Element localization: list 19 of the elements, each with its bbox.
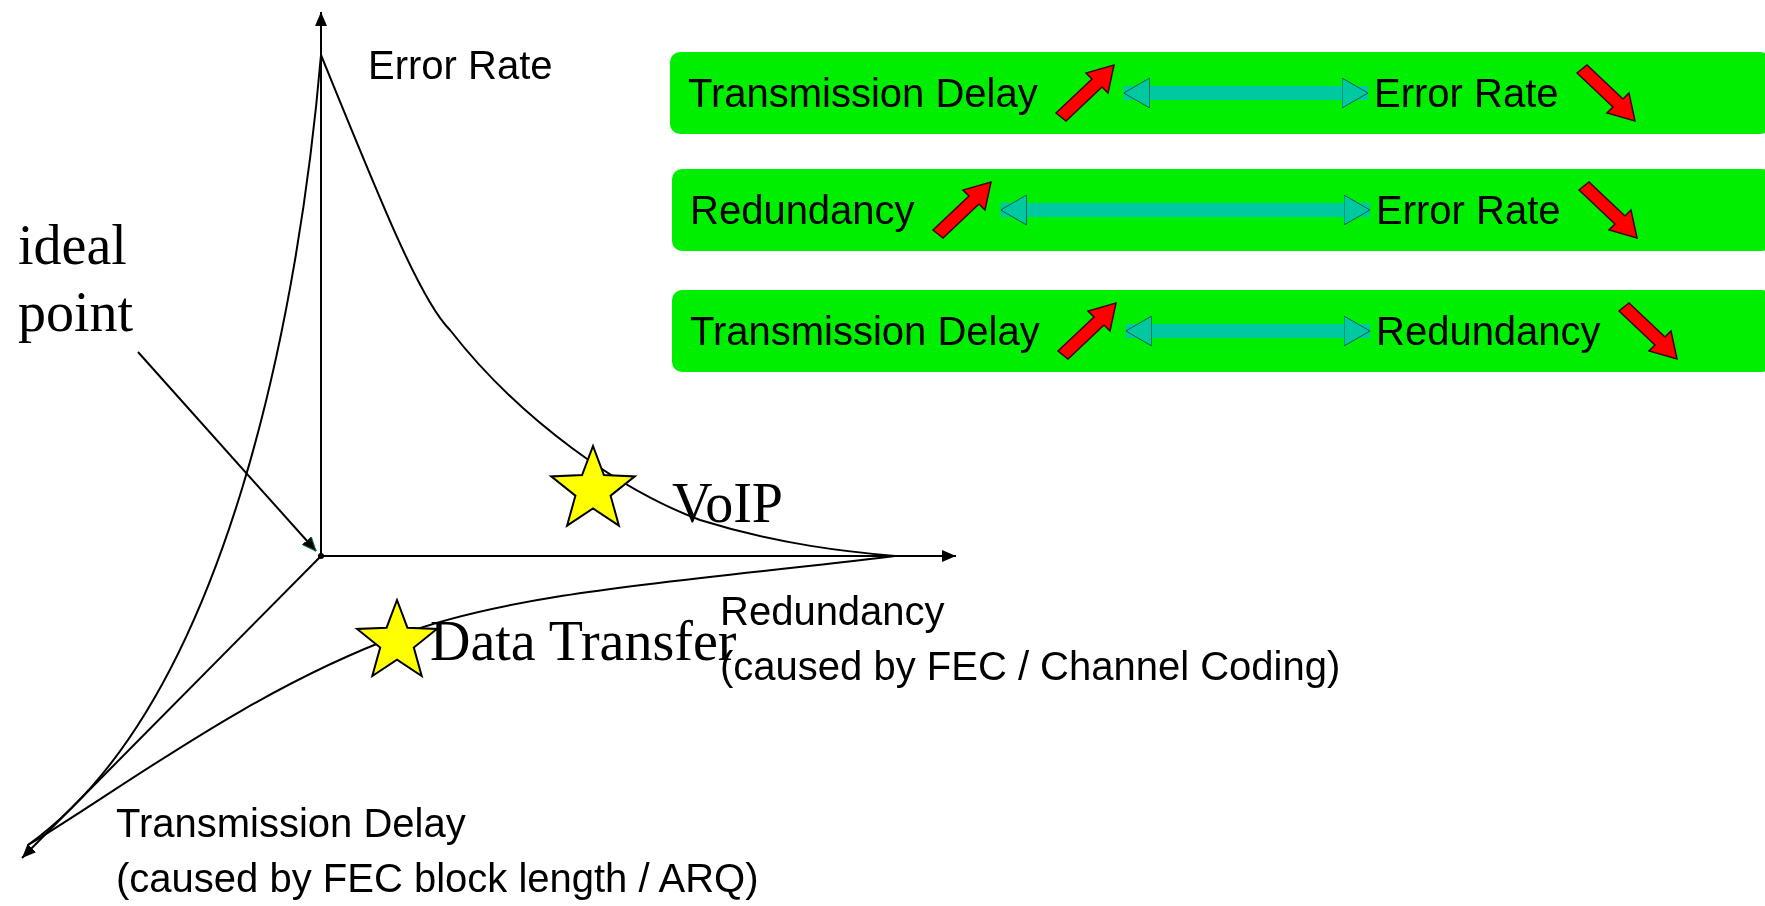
bar-text: Redundancy — [1376, 308, 1601, 354]
axis-label: Error Rate — [368, 42, 553, 88]
double-arrow — [1125, 315, 1371, 347]
origin-point — [318, 553, 324, 559]
highlight-bar — [672, 290, 1765, 372]
bar-text: Error Rate — [1376, 187, 1561, 233]
bar-text: Transmission Delay — [690, 308, 1040, 354]
point-label: VoIP — [672, 471, 783, 536]
axis-note: (caused by FEC block length / ARQ) — [116, 855, 759, 901]
bar-text: Error Rate — [1374, 70, 1559, 116]
annotation-text: ideal point — [18, 213, 135, 346]
double-arrow — [1000, 194, 1371, 226]
bar-text: Transmission Delay — [688, 70, 1038, 116]
leader-line — [137, 351, 317, 552]
highlight-bar — [672, 169, 1765, 251]
axis-label: Transmission Delay — [116, 800, 466, 846]
double-arrow — [1123, 77, 1369, 109]
highlight-bar — [670, 52, 1765, 134]
bar-text: Redundancy — [690, 187, 915, 233]
